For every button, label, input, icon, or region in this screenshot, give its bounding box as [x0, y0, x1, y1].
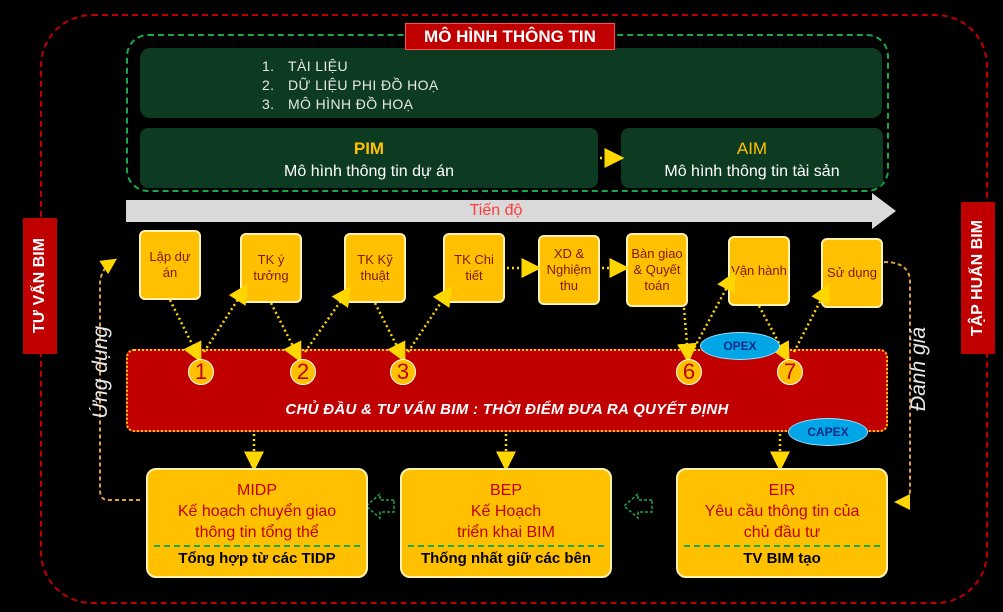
stage-box: TK Kỹ thuật: [344, 233, 406, 303]
stage-label: Lập dự án: [149, 249, 191, 280]
list-item: 1. TÀI LIỆU: [262, 57, 439, 76]
eir-title: EIR: [768, 482, 796, 499]
aim-subtitle: Mô hình thông tin tài sản: [664, 163, 840, 180]
right-flow-label: Đánh giá: [902, 320, 936, 418]
right-side-badge-label: TẬP HUẤN BIM: [969, 219, 986, 337]
opex-badge: OPEX: [700, 332, 780, 360]
stage-box: Sử dụng: [821, 238, 883, 308]
bep-separator: [408, 545, 604, 547]
list-item-number: 2.: [262, 77, 275, 93]
list-item-label: TÀI LIỆU: [288, 58, 348, 74]
pim-subtitle: Mô hình thông tin dự án: [284, 163, 454, 180]
stage-box: Lập dự án: [139, 230, 201, 300]
stage-label: TK ý tưởng: [253, 252, 289, 283]
right-flow-text: Đánh giá: [907, 326, 930, 412]
stage-box: TK ý tưởng: [240, 233, 302, 303]
decision-point: 3: [390, 359, 416, 385]
bep-title: BEP: [489, 482, 522, 499]
decision-band-text: CHỦ ĐẦU & TƯ VẤN BIM : THỜI ĐIỂM ĐƯA RA …: [285, 401, 729, 418]
midp-separator: [154, 545, 360, 547]
list-item-label: DỮ LIỆU PHI ĐỒ HOẠ: [288, 77, 439, 93]
stage-label: Sử dụng: [827, 265, 877, 280]
decision-point-number: 3: [396, 359, 410, 384]
eir-line1: Yêu cầu thông tin của: [704, 503, 860, 520]
decision-point-number: 6: [682, 359, 696, 384]
stage-label: TK Chi tiết: [454, 252, 494, 283]
info-list: 1. TÀI LIỆU 2. DỮ LIỆU PHI ĐỒ HOẠ 3. MÔ HÌN…: [262, 57, 439, 114]
decision-point: 2: [290, 359, 316, 385]
list-item: 2. DỮ LIỆU PHI ĐỒ HOẠ: [262, 76, 439, 95]
decision-point: 7: [777, 359, 803, 385]
decision-point-number: 7: [783, 359, 797, 384]
right-side-badge: TẬP HUẤN BIM: [961, 202, 995, 354]
stage-label: Vận hành: [731, 263, 787, 278]
info-list-panel: [140, 48, 882, 118]
list-item-label: MÔ HÌNH ĐỒ HOẠ: [288, 96, 414, 112]
decision-point-number: 2: [296, 359, 310, 384]
midp-title: MIDP: [237, 482, 277, 499]
capex-badge: CAPEX: [788, 418, 868, 446]
aim-box: AIM Mô hình thông tin tài sản: [621, 128, 883, 188]
info-model-title: MÔ HÌNH THÔNG TIN: [405, 23, 615, 50]
midp-footer: Tổng hợp từ các TIDP: [178, 550, 336, 567]
stage-label: XD & Nghiệm thu: [546, 246, 592, 293]
midp-line1: Kế hoạch chuyển giao: [177, 503, 337, 520]
left-flow-text: Ứng dụng: [89, 325, 112, 419]
midp-line2: thông tin tổng thể: [195, 524, 319, 541]
stage-box: XD & Nghiệm thu: [538, 235, 600, 305]
stage-box: Bàn giao & Quyết toán: [626, 233, 688, 307]
left-flow-label: Ứng dụng: [84, 318, 118, 426]
eir-footer: TV BIM tạo: [743, 550, 821, 567]
decision-point: 1: [188, 359, 214, 385]
bep-box: BEP Kế Hoạch triển khai BIM Thống nhất g…: [400, 468, 612, 578]
stage-label: TK Kỹ thuật: [357, 252, 393, 283]
list-item-number: 3.: [262, 96, 275, 112]
pim-box: PIM Mô hình thông tin dự án: [140, 128, 598, 188]
progress-label: Tiến độ: [469, 202, 523, 219]
left-side-badge-label: TƯ VẤN BIM: [31, 238, 48, 334]
eir-separator: [684, 545, 880, 547]
stage-box: TK Chi tiết: [443, 233, 505, 303]
list-item-number: 1.: [262, 58, 275, 74]
left-side-badge: TƯ VẤN BIM: [23, 218, 57, 354]
decision-point: 6: [676, 359, 702, 385]
pim-title: PIM: [353, 139, 385, 158]
list-item: 3. MÔ HÌNH ĐỒ HOẠ: [262, 95, 439, 114]
decision-band: [126, 349, 888, 432]
stage-label: Bàn giao & Quyết toán: [631, 246, 683, 293]
bep-footer: Thống nhất giữ các bên: [420, 550, 592, 567]
eir-box: EIR Yêu cầu thông tin của chủ đầu tư TV …: [676, 468, 888, 578]
stage-box: Vận hành: [728, 236, 790, 306]
bep-line2: triển khai BIM: [457, 524, 555, 541]
bep-line1: Kế Hoạch: [470, 503, 542, 520]
decision-point-number: 1: [194, 359, 208, 384]
eir-line2: chủ đầu tư: [743, 524, 821, 541]
midp-box: MIDP Kế hoạch chuyển giao thông tin tổng…: [146, 468, 368, 578]
aim-title: AIM: [736, 139, 768, 158]
